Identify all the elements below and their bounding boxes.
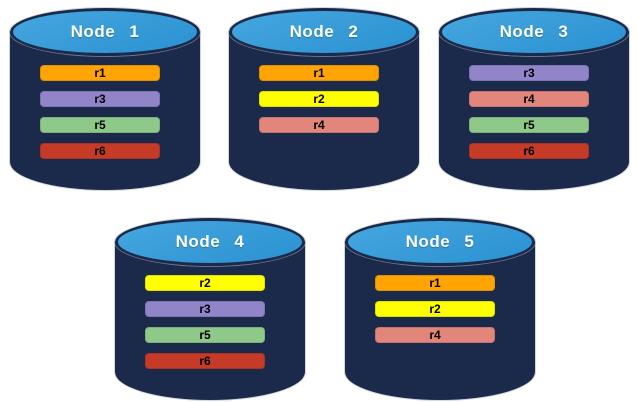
replica-bar-r3: r3 xyxy=(469,65,589,81)
cylinder-top-ellipse: Node 2 xyxy=(229,8,419,56)
replica-bar-r6: r6 xyxy=(469,143,589,159)
node-cylinder-4: Node 4 r2 r3 r5 r6 xyxy=(115,218,305,400)
replica-bar-r3: r3 xyxy=(40,91,160,107)
cylinder-body xyxy=(439,32,629,190)
node-label: Node 2 xyxy=(289,22,359,41)
replica-bar-r6: r6 xyxy=(145,353,265,369)
node-cylinder-1: Node 1 r1 r3 r5 r6 xyxy=(10,8,200,190)
replica-bar-r1: r1 xyxy=(375,275,495,291)
replica-bar-r1: r1 xyxy=(40,65,160,81)
replica-bar-r1: r1 xyxy=(259,65,379,81)
cylinder-body xyxy=(10,32,200,190)
node-cylinder-3: Node 3 r3 r4 r5 r6 xyxy=(439,8,629,190)
replica-bar-r4: r4 xyxy=(259,117,379,133)
cylinder-top-ellipse: Node 1 xyxy=(10,8,200,56)
replica-bar-r3: r3 xyxy=(145,301,265,317)
node-cylinder-2: Node 2 r1 r2 r4 xyxy=(229,8,419,190)
replica-bar-r2: r2 xyxy=(145,275,265,291)
replica-bar-r2: r2 xyxy=(375,301,495,317)
replica-bar-r4: r4 xyxy=(469,91,589,107)
cylinder-top-ellipse: Node 5 xyxy=(345,218,535,266)
cylinder-body xyxy=(229,32,419,190)
node-label: Node 5 xyxy=(405,232,475,251)
node-label: Node 4 xyxy=(175,232,245,251)
node-cylinder-5: Node 5 r1 r2 r4 xyxy=(345,218,535,400)
replica-bar-r4: r4 xyxy=(375,327,495,343)
node-label: Node 1 xyxy=(70,22,140,41)
replica-bar-r5: r5 xyxy=(40,117,160,133)
cylinder-body xyxy=(345,242,535,400)
cylinder-body xyxy=(115,242,305,400)
replica-bar-r5: r5 xyxy=(145,327,265,343)
cylinder-top-ellipse: Node 4 xyxy=(115,218,305,266)
replica-bar-r2: r2 xyxy=(259,91,379,107)
replica-bar-r5: r5 xyxy=(469,117,589,133)
replica-bar-r6: r6 xyxy=(40,143,160,159)
cylinder-top-ellipse: Node 3 xyxy=(439,8,629,56)
node-label: Node 3 xyxy=(499,22,569,41)
